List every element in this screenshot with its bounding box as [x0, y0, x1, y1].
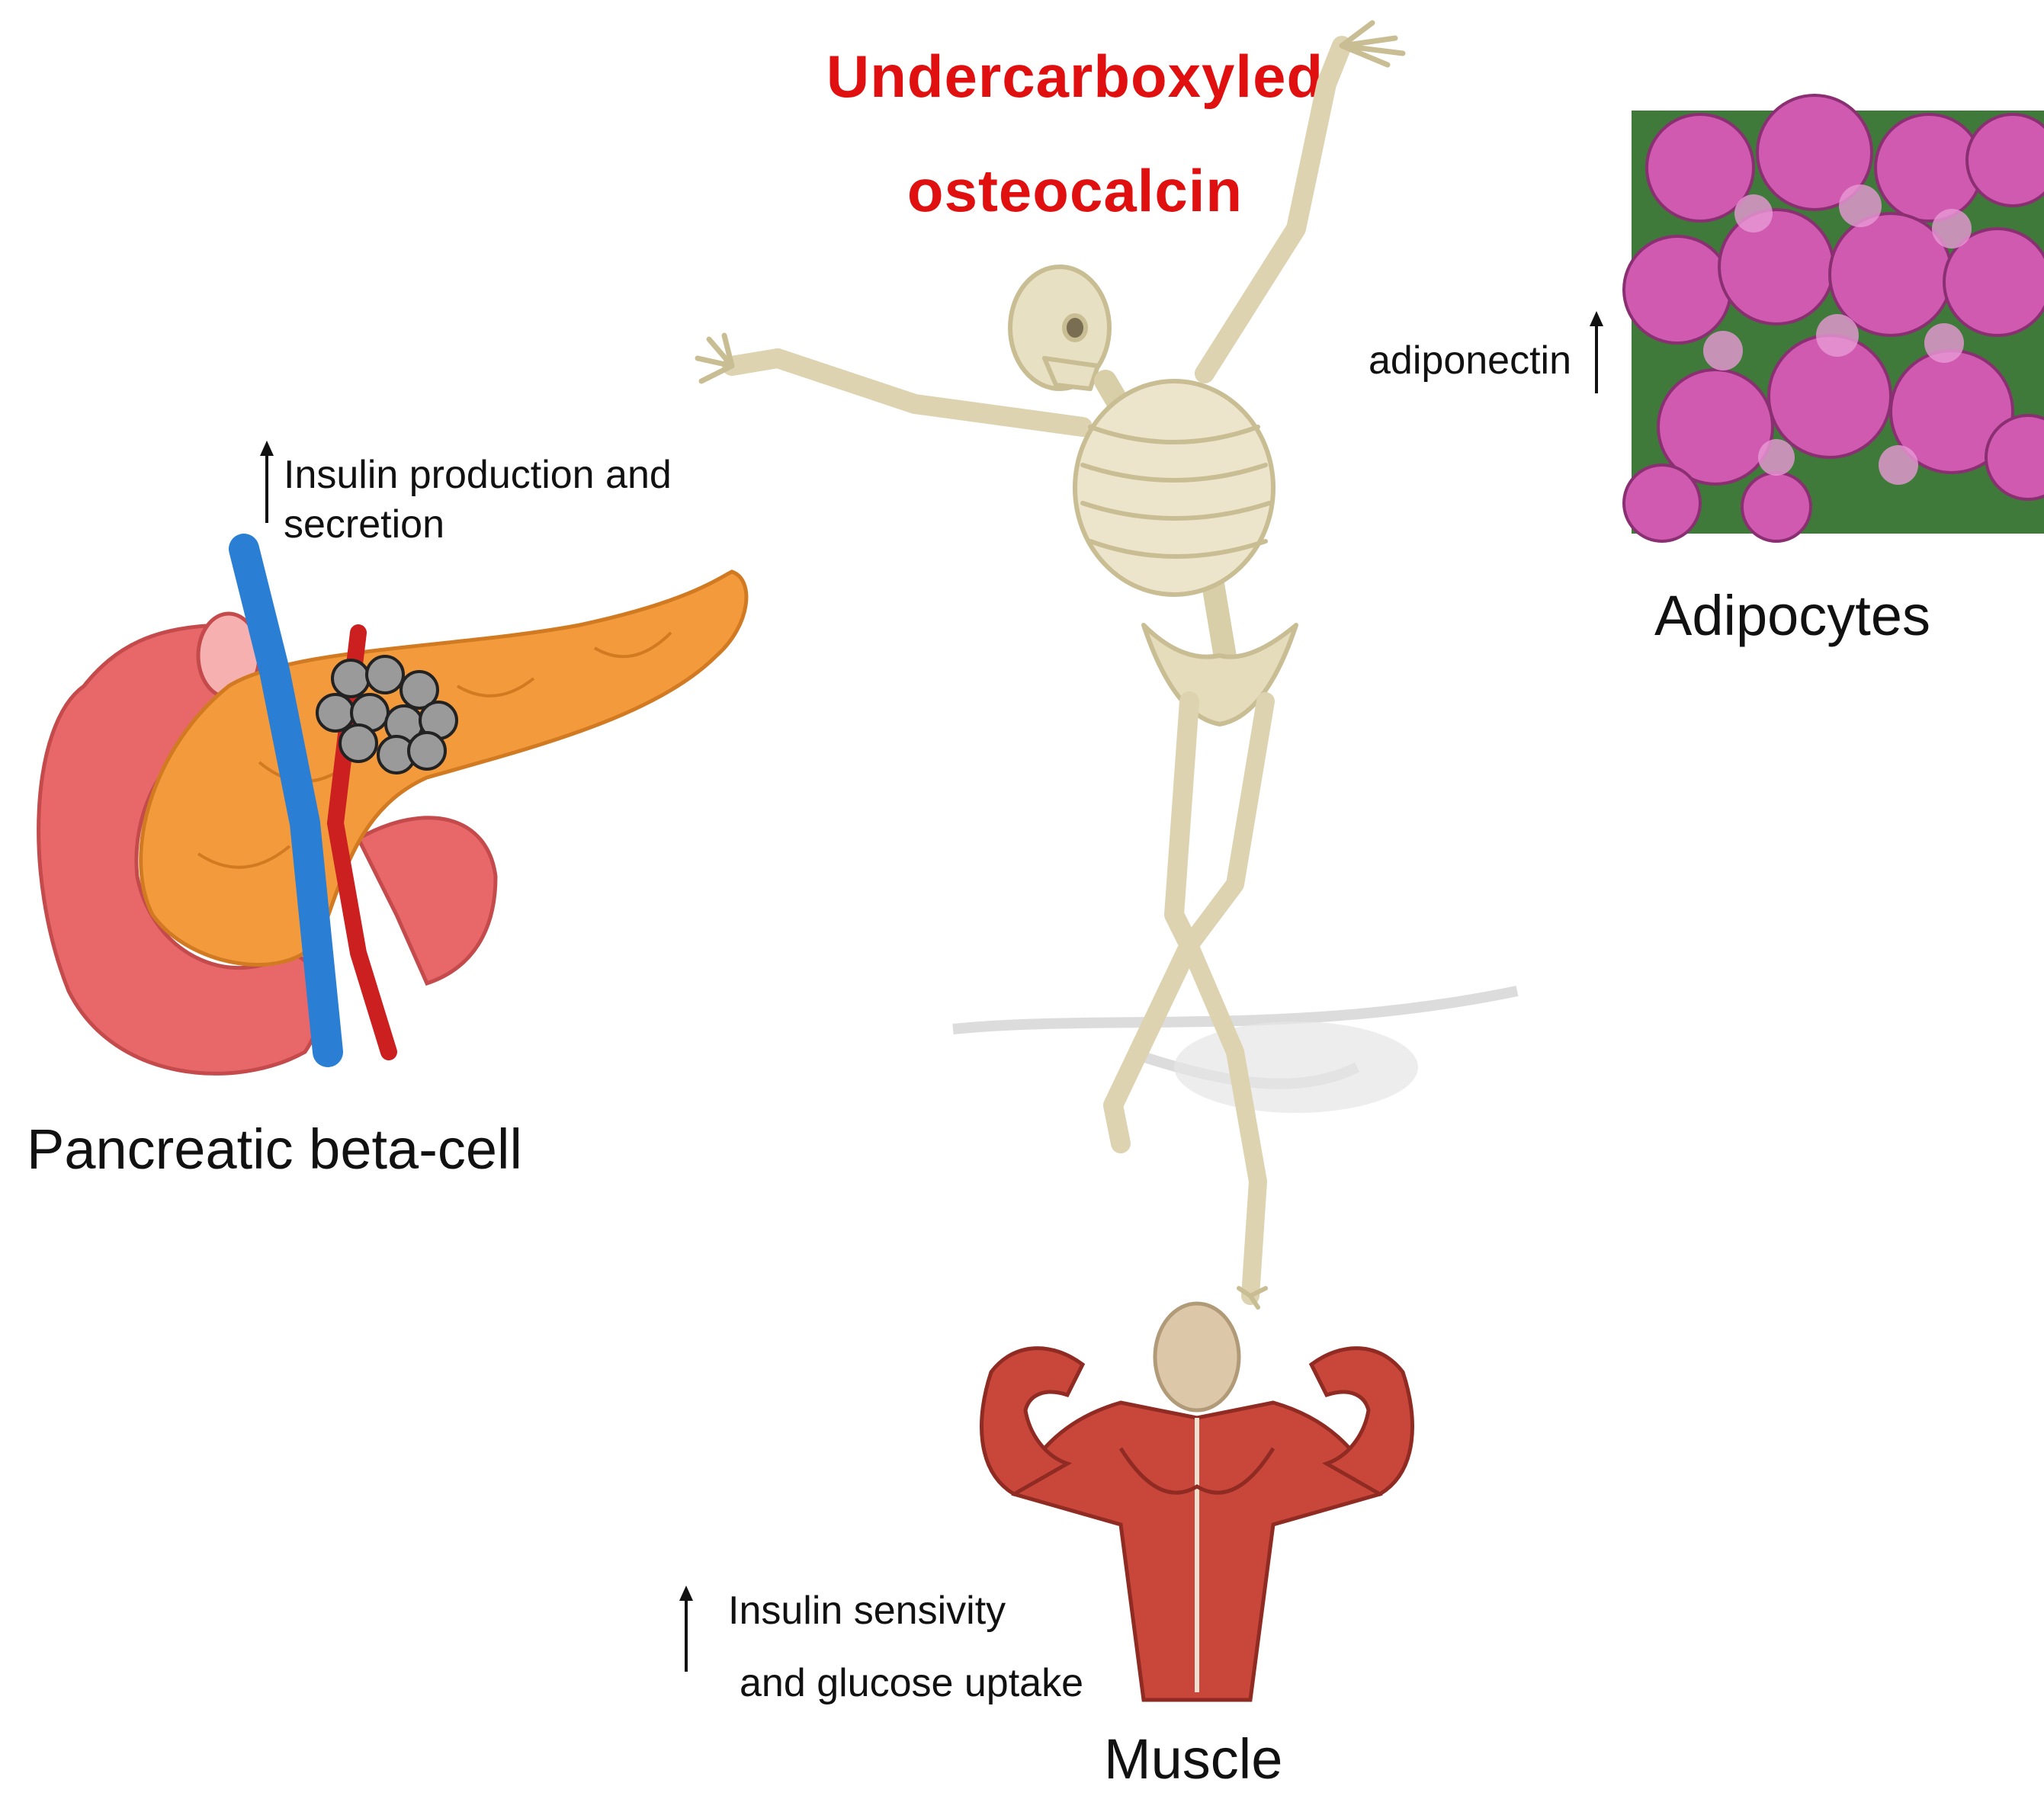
muscle-effect-line1: Insulin sensivity	[728, 1586, 1006, 1636]
up-arrow-icon	[255, 441, 278, 524]
adipocytes-label: Adipocytes	[1654, 583, 1930, 648]
muscle-effect-line2: and glucose uptake	[740, 1658, 1083, 1708]
pancreas-effect-line1: Insulin production and	[284, 450, 672, 500]
up-arrow-icon	[1585, 311, 1608, 395]
adipocytes-effect: adiponectin	[1369, 335, 1571, 386]
pancreas-label: Pancreatic beta-cell	[27, 1117, 522, 1182]
up-arrow-icon	[675, 1586, 698, 1673]
pancreas-effect-line2: secretion	[284, 499, 444, 550]
muscle-label: Muscle	[1104, 1727, 1282, 1791]
